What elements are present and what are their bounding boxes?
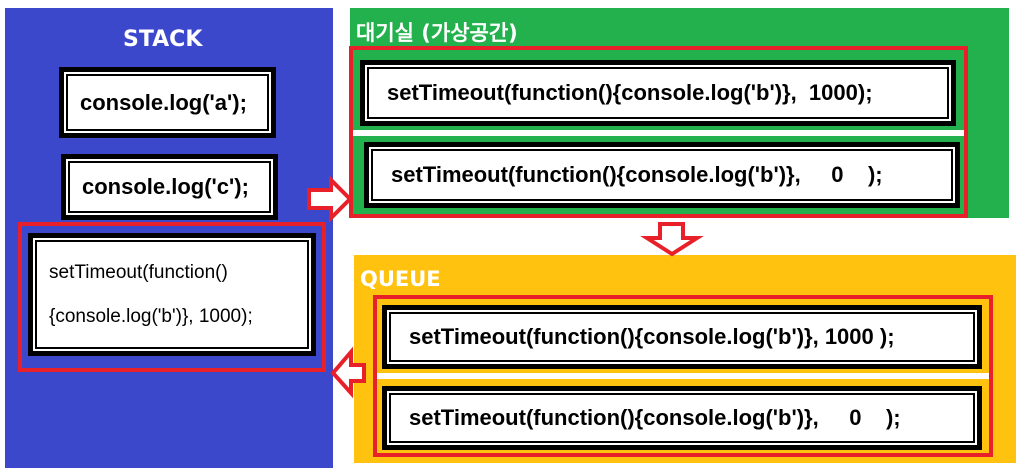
queue-item-0: setTimeout(function(){console.log('b')},… xyxy=(382,386,982,450)
queue-item-text: setTimeout(function(){console.log('b')},… xyxy=(409,324,895,349)
queue-title: QUEUE xyxy=(360,267,441,291)
waiting-room-item-text: setTimeout(function(){console.log('b')},… xyxy=(391,162,883,187)
stack-item-console-log-c: console.log('c'); xyxy=(61,154,278,220)
waiting-room-title: 대기실 (가상공간) xyxy=(356,21,518,45)
stack-item-settimeout: setTimeout(function() {console.log('b')}… xyxy=(28,233,316,356)
stack-item-console-log-a: console.log('a'); xyxy=(59,67,276,138)
waiting-room-item-0: setTimeout(function(){console.log('b')},… xyxy=(364,142,960,208)
waiting-to-queue-arrow xyxy=(640,222,704,257)
queue-divider xyxy=(377,373,989,379)
stack-highlight-frame xyxy=(18,222,326,372)
waiting-room-highlight-frame xyxy=(349,46,968,218)
stack-item-text: console.log('a'); xyxy=(80,89,247,115)
stack-settimeout-line2: {console.log('b')}, 1000); xyxy=(49,305,253,327)
waiting-room-item-text: setTimeout(function(){console.log('b')},… xyxy=(387,80,873,105)
waiting-room-divider xyxy=(353,130,964,136)
stack-settimeout-line1: setTimeout(function() xyxy=(49,261,228,283)
stack-title: STACK xyxy=(123,27,203,52)
queue-item-1000: setTimeout(function(){console.log('b')},… xyxy=(382,305,982,369)
waiting-room-item-1000: setTimeout(function(){console.log('b')},… xyxy=(360,60,956,126)
stack-item-text: console.log('c'); xyxy=(82,174,249,199)
queue-item-text: setTimeout(function(){console.log('b')},… xyxy=(409,405,901,430)
queue-highlight-frame xyxy=(373,295,993,457)
